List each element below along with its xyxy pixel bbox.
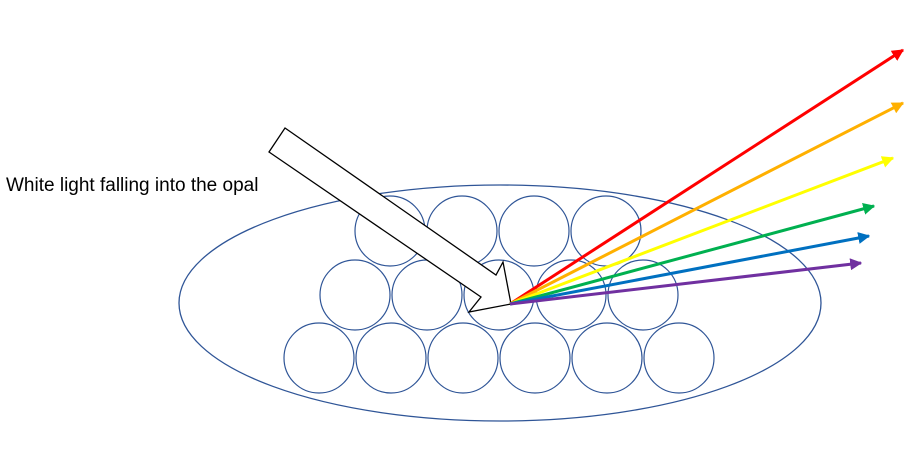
caption-white-light: White light falling into the opal	[6, 175, 258, 196]
sphere-middle-5	[607, 259, 679, 331]
sphere-bottom-3	[427, 322, 499, 394]
sphere-bottom-2	[355, 322, 427, 394]
opal-ellipse	[178, 184, 822, 422]
white-light-arrow	[268, 127, 512, 313]
sphere-bottom-4	[499, 322, 571, 394]
sphere-top-3	[498, 195, 570, 267]
ray-green	[509, 203, 876, 306]
ray-violet	[509, 258, 863, 306]
ray-yellow	[509, 156, 895, 306]
silica-spheres	[283, 195, 715, 394]
sphere-bottom-6	[643, 322, 715, 394]
diffracted-rays	[509, 48, 905, 306]
ray-orange	[509, 101, 905, 306]
sphere-middle-1	[319, 259, 391, 331]
ray-blue	[509, 232, 871, 306]
ray-red	[509, 48, 905, 306]
sphere-bottom-1	[283, 322, 355, 394]
sphere-bottom-5	[571, 322, 643, 394]
